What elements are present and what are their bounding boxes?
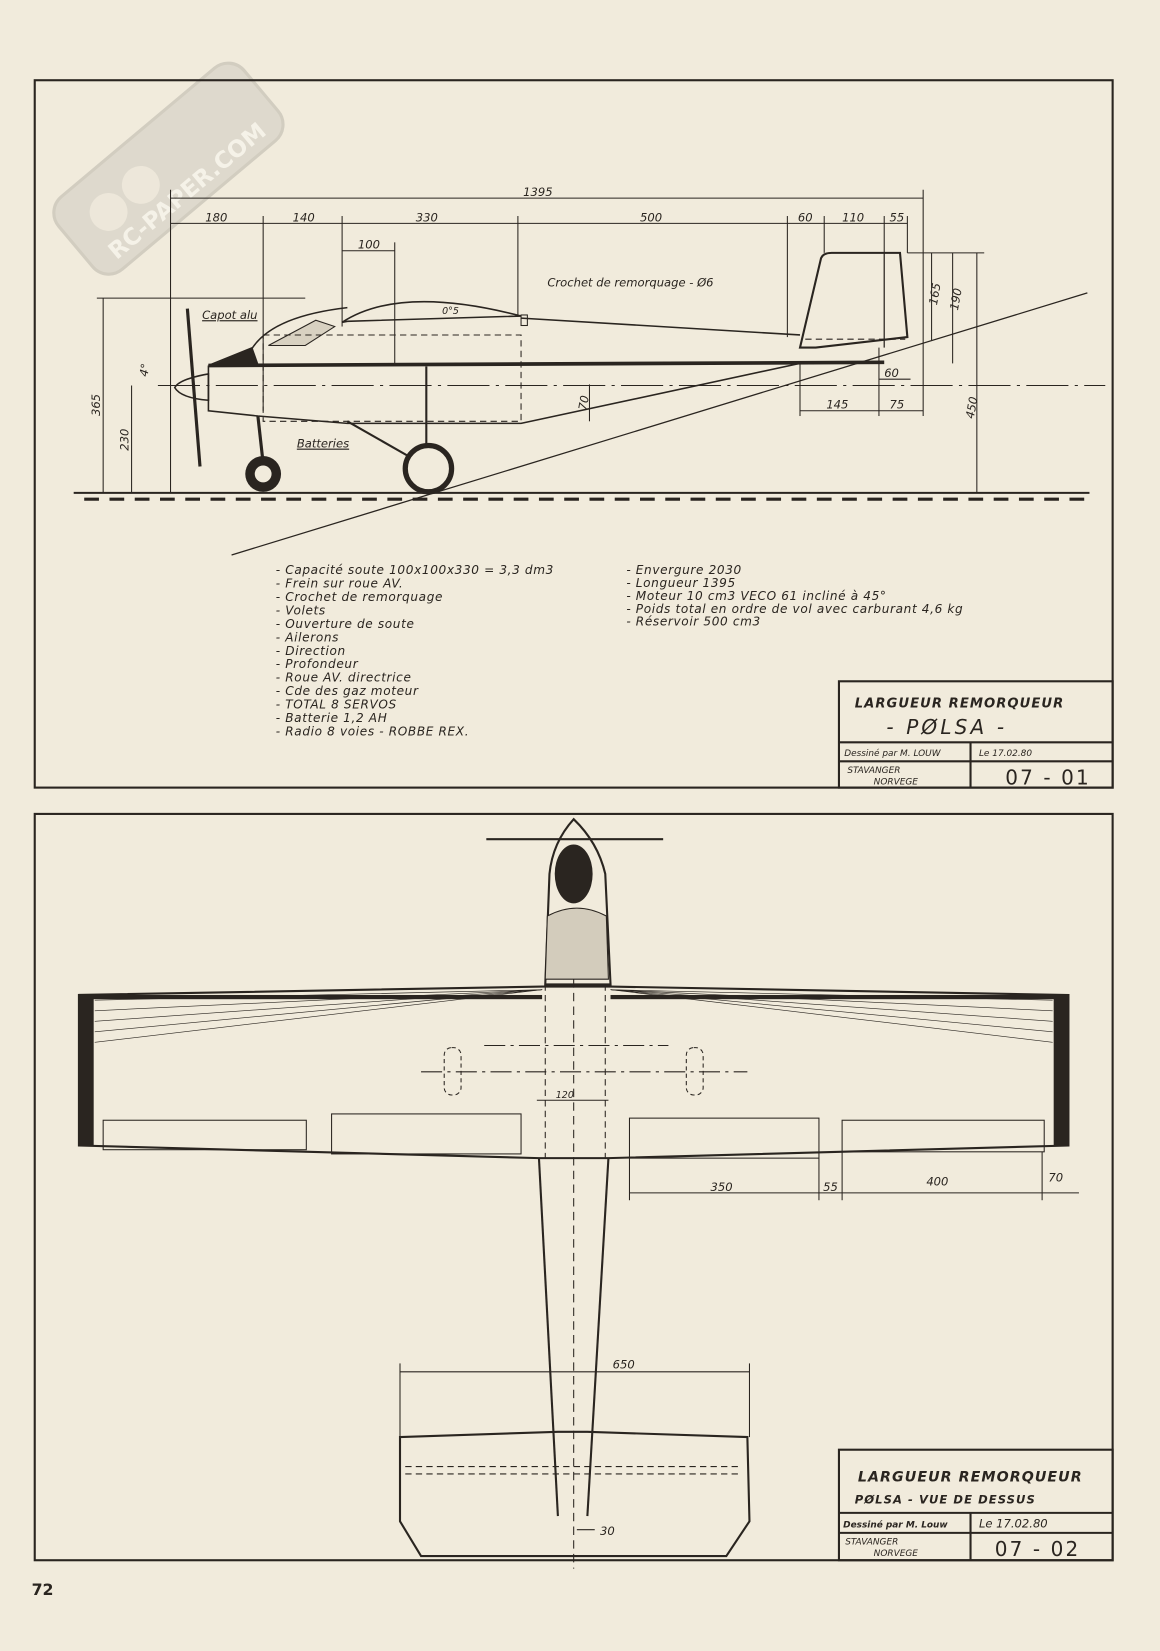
dim-100: 100 — [358, 238, 380, 252]
drawn-by: Dessiné par M. LOUW — [844, 748, 942, 759]
dim-400: 400 — [926, 1175, 948, 1189]
note-line: - Cde des gaz moteur — [276, 684, 419, 698]
dim-350: 350 — [711, 1180, 733, 1194]
dim-55: 55 — [889, 210, 904, 224]
engine — [554, 844, 593, 904]
cowl-fill — [210, 347, 259, 366]
side-dimension-lines — [96, 189, 985, 493]
note-line: - Radio 8 voies - ROBBE REX. — [276, 725, 469, 739]
location-country: NORVEGE — [874, 777, 919, 787]
landing-gear — [245, 366, 455, 495]
dim-120: 120 — [556, 1090, 574, 1101]
dim-60: 60 — [798, 210, 813, 224]
wing-incidence: 0°5 — [442, 306, 459, 317]
dim-55-top: 55 — [823, 1180, 838, 1194]
note-line: - Envergure 2030 — [626, 563, 742, 577]
location-city: STAVANGER — [845, 1537, 898, 1547]
title-block-top-view: LARGUEUR REMORQUEUR PØLSA - VUE DE DESSU… — [837, 1448, 1114, 1562]
note-line: - Réservoir 500 cm3 — [626, 615, 761, 629]
tow-hook — [520, 314, 528, 327]
flap-left — [331, 1113, 522, 1155]
dim-190: 190 — [947, 287, 965, 311]
note-line: - Profondeur — [276, 657, 359, 671]
title-line1: LARGUEUR REMORQUEUR — [858, 1469, 1083, 1485]
dim-165: 165 — [926, 282, 944, 306]
vertical-fin — [798, 251, 909, 349]
notes-right: - Envergure 2030- Longueur 1395- Moteur … — [626, 563, 963, 629]
date: Le 17.02.80 — [979, 749, 1032, 759]
dim-70: 70 — [575, 394, 591, 411]
fuselage-nose — [544, 817, 612, 986]
note-line: - Poids total en ordre de vol avec carbu… — [626, 602, 963, 616]
note-line: - Batterie 1,2 AH — [276, 711, 388, 725]
note-line: - TOTAL 8 SERVOS — [276, 698, 397, 712]
title-line2: PØLSA - VUE DE DESSUS — [855, 1492, 1036, 1506]
sheet-number: 07 - 02 — [995, 1537, 1081, 1561]
side-view-panel: 1395 180 140 330 500 60 110 55 100 165 1… — [33, 79, 1114, 789]
top-view-panel: 120 350 55 400 70 650 30 LARGUEUR REMORQ… — [33, 812, 1114, 1569]
dim-overall-length: 1395 — [523, 185, 552, 199]
watermark-logo: RC-PAPER.COM — [52, 61, 285, 276]
dim-650: 650 — [613, 1358, 635, 1372]
horizontal-stabilizer — [398, 1430, 751, 1558]
aileron-right — [841, 1119, 1045, 1153]
canopy-top — [544, 907, 609, 980]
dim-30: 30 — [600, 1524, 615, 1538]
dim-60b: 60 — [884, 366, 899, 380]
note-line: - Longueur 1395 — [626, 576, 736, 590]
aileron-left — [102, 1119, 307, 1151]
note-line: - Capacité soute 100x100x330 = 3,3 dm3 — [276, 563, 554, 577]
propeller — [185, 308, 202, 467]
ground-angle-line — [231, 292, 1088, 556]
title-line2: - PØLSA - — [886, 715, 1007, 739]
dim-450: 450 — [963, 396, 981, 420]
location-country: NORVEGE — [874, 1549, 919, 1559]
notes-left: - Capacité soute 100x100x330 = 3,3 dm3- … — [276, 563, 554, 739]
dim-75: 75 — [889, 398, 904, 412]
wing-airfoil — [341, 300, 522, 324]
drawn-by: Dessiné par M. Louw — [843, 1520, 948, 1531]
sheet-number: 07 - 01 — [1005, 765, 1091, 789]
dim-330: 330 — [416, 210, 438, 224]
page-number: 72 — [32, 1580, 54, 1599]
dim-500: 500 — [640, 210, 662, 224]
flap-right — [628, 1117, 820, 1159]
dim-230: 230 — [117, 429, 131, 451]
note-line: - Roue AV. directrice — [276, 671, 412, 685]
dim-180: 180 — [205, 210, 227, 224]
date: Le 17.02.80 — [979, 1517, 1048, 1531]
note-line: - Crochet de remorquage — [276, 590, 443, 604]
dim-145: 145 — [826, 398, 848, 412]
note-line: - Direction — [276, 644, 346, 658]
dim-365: 365 — [89, 394, 103, 416]
canopy — [268, 319, 336, 347]
note-line: - Ailerons — [276, 630, 339, 644]
top-dimension-lines — [399, 1099, 1079, 1531]
dim-110: 110 — [842, 210, 864, 224]
title-block-side-view: LARGUEUR REMORQUEUR - PØLSA - Dessiné pa… — [837, 680, 1114, 789]
main-wheel — [402, 442, 455, 495]
callout-batteries: Batteries — [297, 437, 349, 451]
spinner — [173, 372, 210, 402]
note-line: - Ouverture de soute — [276, 617, 415, 631]
callout-cowl: Capot alu — [202, 308, 257, 322]
wing-top — [77, 985, 1070, 1160]
note-line: - Moteur 10 cm3 VECO 61 incliné à 45° — [626, 589, 886, 603]
fuselage-side — [207, 300, 885, 425]
callout-tow-hook: Crochet de remorquage - Ø6 — [547, 276, 713, 290]
note-line: - Frein sur roue AV. — [276, 576, 404, 590]
thrust-angle: 4° — [137, 362, 153, 377]
title-line1: LARGUEUR REMORQUEUR — [855, 697, 1065, 712]
note-line: - Volets — [276, 603, 326, 617]
cargo-bay-outline — [262, 334, 522, 422]
location-city: STAVANGER — [847, 766, 900, 776]
dim-70-top: 70 — [1048, 1170, 1063, 1184]
dim-140: 140 — [293, 210, 315, 224]
